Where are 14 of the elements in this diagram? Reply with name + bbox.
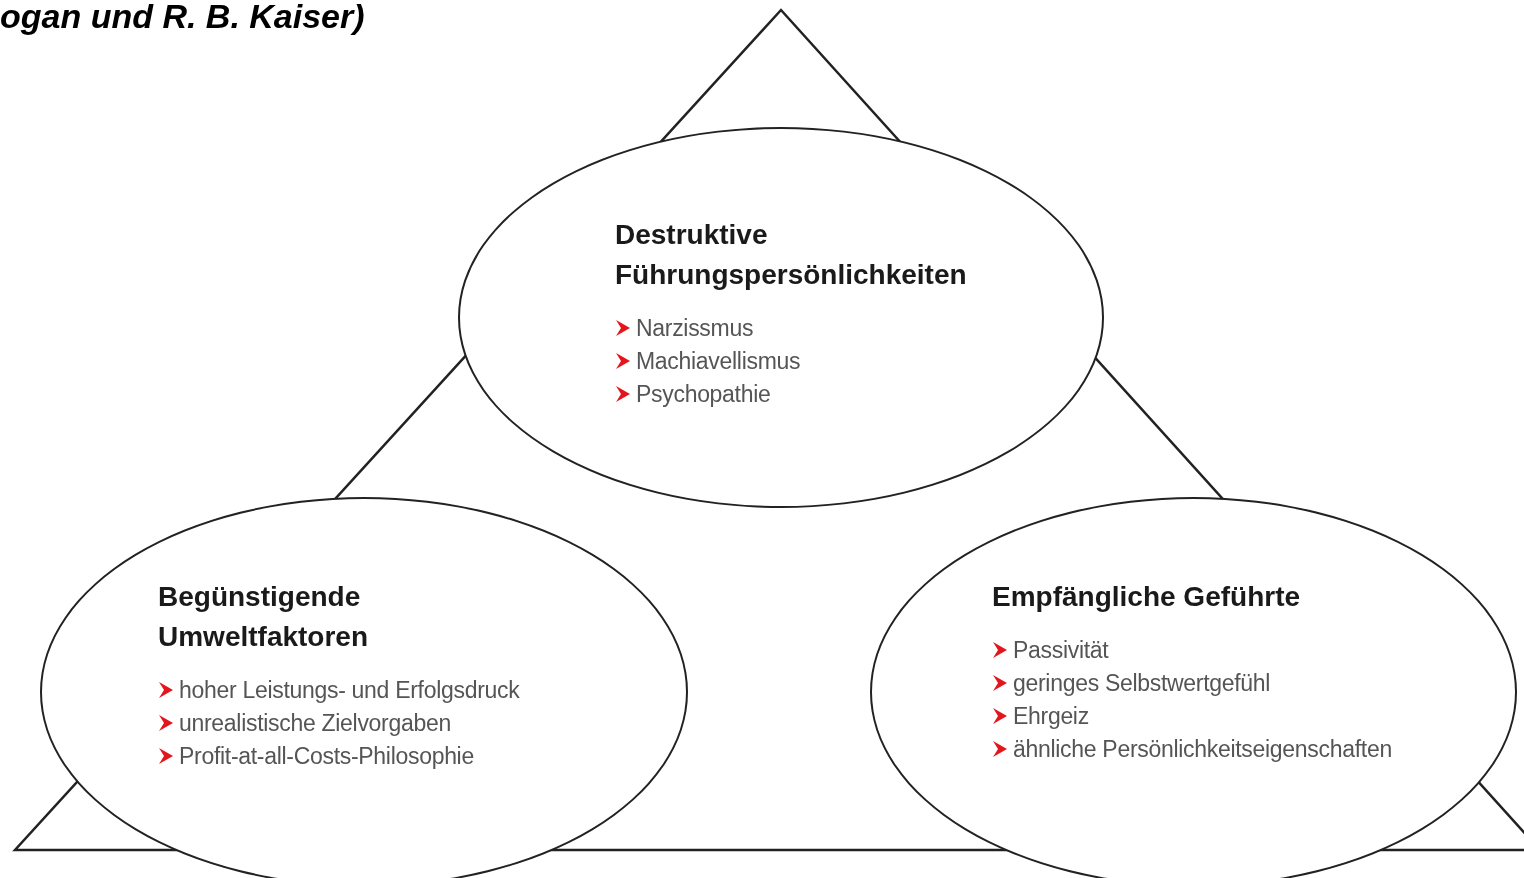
- bullet-text: Psychopathie: [636, 379, 771, 409]
- bullet-text: hoher Leistungs- und Erfolgsdruck: [179, 675, 520, 705]
- heading: Begünstigende Umweltfaktoren: [158, 580, 370, 654]
- heading: Destruktive Führungspersönlichkeiten: [615, 218, 968, 292]
- bullet-text: geringes Selbstwertgefühl: [1013, 668, 1271, 698]
- bullet-text: Profit-at-all-Costs-Philosophie: [179, 741, 474, 771]
- bullet-text: ähnliche Persönlichkeitseigenschaften: [1013, 734, 1392, 764]
- bullet-text: Machiavellismus: [636, 346, 801, 376]
- bullet-text: Narzissmus: [636, 313, 754, 343]
- heading: Empfängliche Geführte: [992, 580, 1302, 614]
- bullet-text: unrealistische Zielvorgaben: [179, 708, 451, 738]
- bullet-text: Passivität: [1013, 635, 1109, 665]
- bullet-text: Ehrgeiz: [1013, 701, 1089, 731]
- title-text: ogan und R. B. Kaiser): [0, 0, 365, 36]
